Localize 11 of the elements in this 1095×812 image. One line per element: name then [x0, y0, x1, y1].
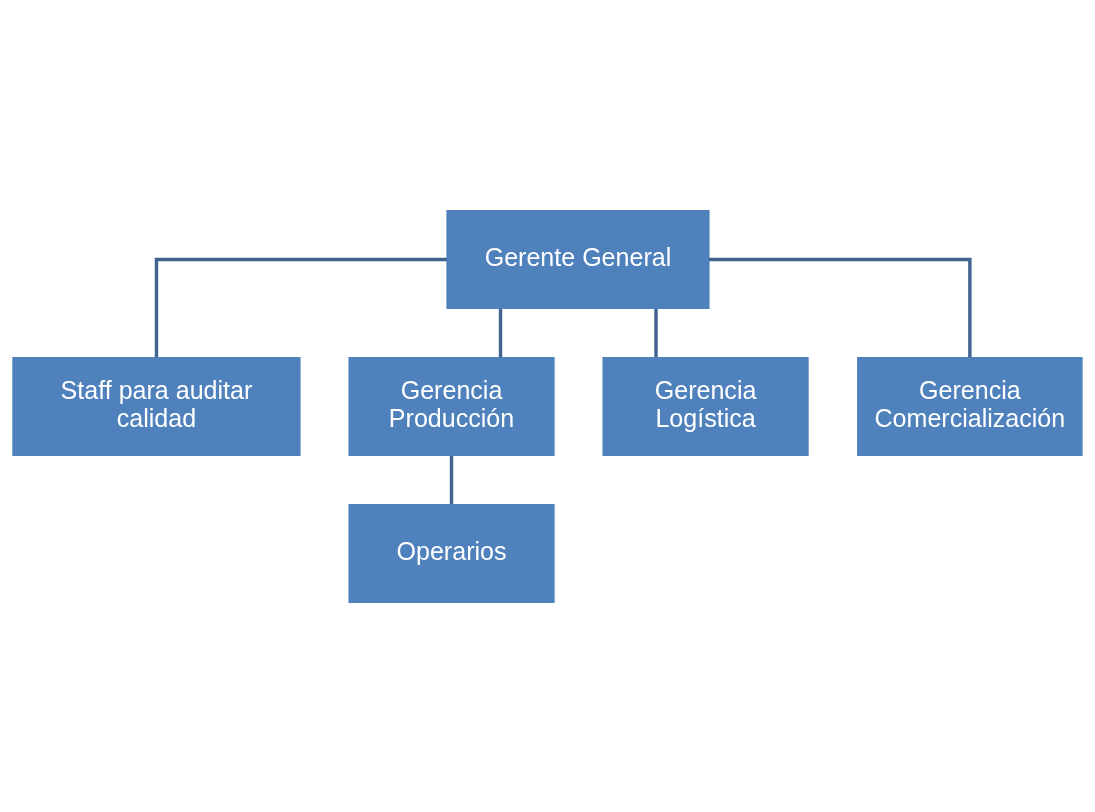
connector: [654, 308, 658, 357]
connector: [154, 257, 447, 357]
node-box: Staff para auditar calidad: [12, 356, 301, 456]
node-box: Gerencia Producción: [348, 356, 555, 456]
connector: [709, 257, 972, 357]
node-box: Gerencia Comercialización: [857, 356, 1083, 456]
node-box: Operarios: [348, 503, 555, 603]
node-box: Gerencia Logística: [602, 356, 809, 456]
connector: [498, 308, 503, 357]
node-box: Gerente General: [446, 209, 710, 309]
connector: [449, 455, 454, 504]
